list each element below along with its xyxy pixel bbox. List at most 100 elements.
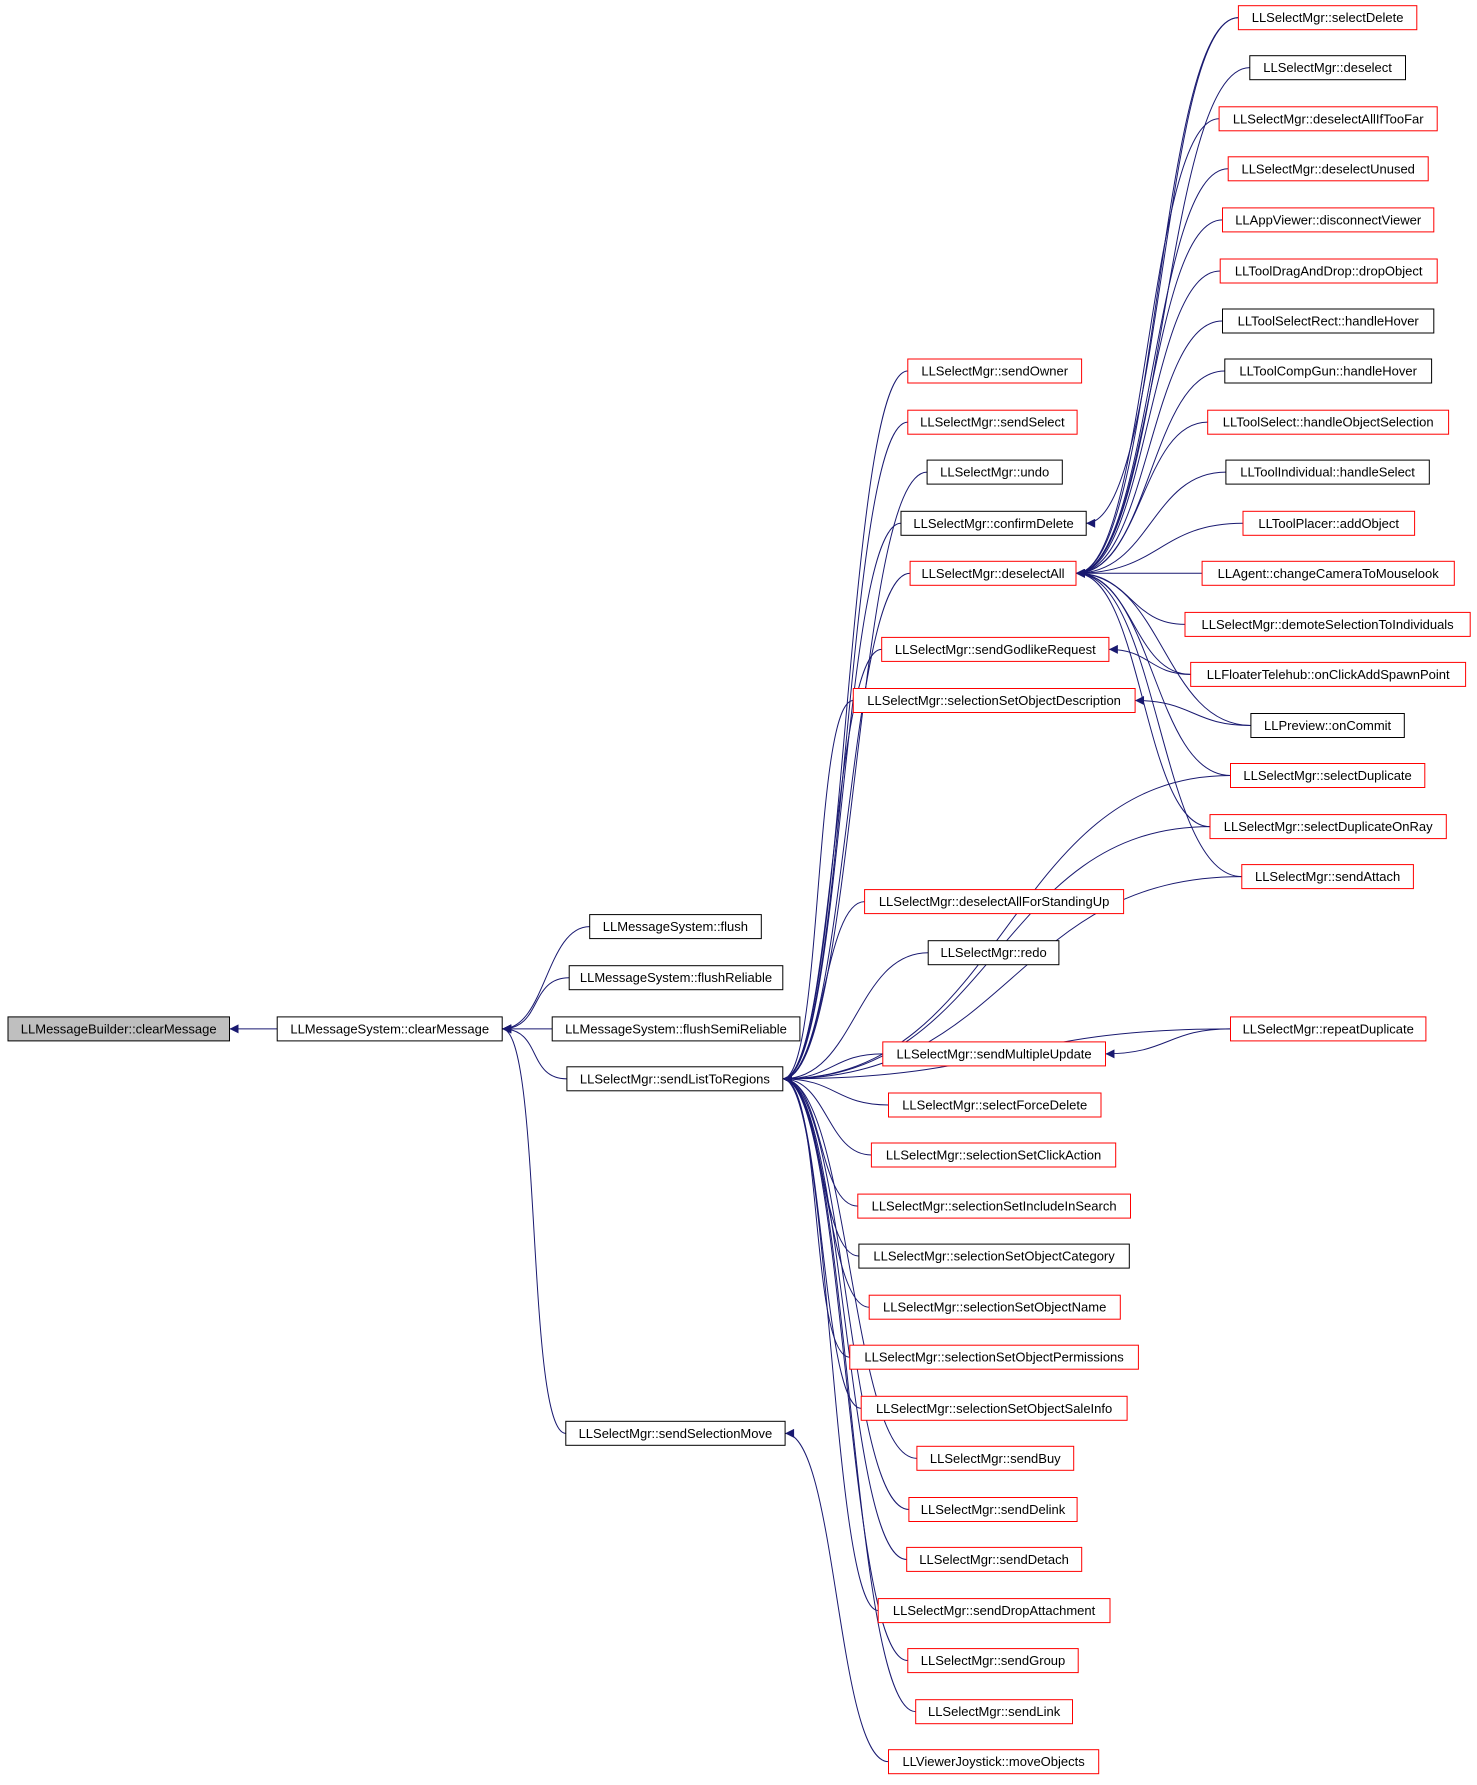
node-box xyxy=(1241,864,1414,890)
node-sel-set-include-in-search[interactable]: LLSelectMgr::selectionSetIncludeInSearch xyxy=(857,1193,1131,1219)
node-send-multiple-update[interactable]: LLSelectMgr::sendMultipleUpdate xyxy=(882,1041,1106,1067)
node-disconnect-viewer[interactable]: LLAppViewer::disconnectViewer xyxy=(1222,207,1435,233)
node-box xyxy=(1201,560,1455,586)
node-label: LLSelectMgr::sendSelectionMove xyxy=(579,1426,773,1441)
node-send-selection-move[interactable]: LLSelectMgr::sendSelectionMove xyxy=(565,1420,786,1446)
node-deselect-all[interactable]: LLSelectMgr::deselectAll xyxy=(909,560,1077,586)
node-box xyxy=(1230,763,1426,788)
node-send-select[interactable]: LLSelectMgr::sendSelect xyxy=(907,409,1078,435)
node-on-click-add-spawn-point[interactable]: LLFloaterTelehub::onClickAddSpawnPoint xyxy=(1190,661,1467,687)
node-box xyxy=(857,1193,1131,1219)
node-send-drop-attachment[interactable]: LLSelectMgr::sendDropAttachment xyxy=(877,1598,1111,1624)
node-send-group[interactable]: LLSelectMgr::sendGroup xyxy=(907,1648,1079,1674)
edge-select-force-delete-to-send-list-to-regions xyxy=(782,1074,889,1106)
node-label: LLAgent::changeCameraToMouselook xyxy=(1218,566,1440,581)
node-flush[interactable]: LLMessageSystem::flush xyxy=(589,914,762,940)
node-label: LLSelectMgr::sendOwner xyxy=(921,364,1068,379)
node-clear-message-system[interactable]: LLMessageSystem::clearMessage xyxy=(276,1016,503,1042)
node-rect-handle-hover[interactable]: LLToolSelectRect::handleHover xyxy=(1222,308,1435,334)
node-flush-semi-reliable[interactable]: LLMessageSystem::flushSemiReliable xyxy=(551,1016,801,1042)
edge-sel-set-include-in-search-to-send-list-to-regions xyxy=(782,1074,858,1207)
node-box xyxy=(907,1648,1079,1674)
node-sel-set-obj-name[interactable]: LLSelectMgr::selectionSetObjectName xyxy=(868,1294,1121,1320)
node-box xyxy=(858,1243,1130,1269)
node-sel-set-click-action[interactable]: LLSelectMgr::selectionSetClickAction xyxy=(870,1142,1117,1168)
node-deselect-unused[interactable]: LLSelectMgr::deselectUnused xyxy=(1227,156,1429,182)
node-label: LLSelectMgr::selectionSetIncludeInSearch xyxy=(872,1199,1117,1214)
node-send-detach[interactable]: LLSelectMgr::sendDetach xyxy=(906,1546,1083,1572)
node-sel-set-obj-category[interactable]: LLSelectMgr::selectionSetObjectCategory xyxy=(858,1243,1130,1269)
node-confirm-delete[interactable]: LLSelectMgr::confirmDelete xyxy=(900,510,1087,536)
node-box xyxy=(1222,308,1435,334)
edge-select-delete-to-confirm-delete xyxy=(1086,17,1239,528)
node-deselect[interactable]: LLSelectMgr::deselect xyxy=(1249,55,1407,81)
node-deselect-all-if-too-far[interactable]: LLSelectMgr::deselectAllIfTooFar xyxy=(1218,106,1438,132)
node-box xyxy=(926,459,1063,485)
edge-preview-on-commit-to-deselect-all xyxy=(1075,568,1251,727)
edge-deselect-unused-to-deselect-all xyxy=(1075,168,1229,578)
edge-send-detach-to-send-list-to-regions xyxy=(782,1074,907,1560)
node-label: LLSelectMgr::sendGroup xyxy=(921,1653,1066,1668)
node-send-attach[interactable]: LLSelectMgr::sendAttach xyxy=(1241,864,1414,890)
node-flush-reliable[interactable]: LLMessageSystem::flushReliable xyxy=(568,965,784,991)
node-label: LLSelectMgr::deselectAll xyxy=(921,566,1064,581)
edge-send-owner-to-send-list-to-regions xyxy=(782,370,908,1084)
node-label: LLSelectMgr::selectForceDelete xyxy=(902,1098,1087,1113)
node-box xyxy=(551,1016,801,1042)
node-send-delink[interactable]: LLSelectMgr::sendDelink xyxy=(908,1497,1078,1522)
node-label: LLSelectMgr::confirmDelete xyxy=(913,516,1073,531)
edge-select-delete-to-deselect-all xyxy=(1075,17,1239,578)
node-box xyxy=(1224,358,1433,384)
node-send-list-to-regions[interactable]: LLSelectMgr::sendListToRegions xyxy=(566,1066,784,1092)
edge-flush-to-clear-message-system xyxy=(502,926,590,1034)
node-box xyxy=(849,1344,1139,1370)
node-label: LLSelectMgr::deselectAllForStandingUp xyxy=(879,894,1110,909)
node-box xyxy=(1250,713,1405,738)
node-send-owner[interactable]: LLSelectMgr::sendOwner xyxy=(907,358,1083,384)
node-repeat-duplicate[interactable]: LLSelectMgr::repeatDuplicate xyxy=(1230,1016,1427,1042)
edge-redo-to-send-list-to-regions xyxy=(782,952,929,1084)
node-preview-on-commit[interactable]: LLPreview::onCommit xyxy=(1250,713,1405,738)
node-label: LLSelectMgr::deselect xyxy=(1263,60,1392,75)
edge-send-buy-to-send-list-to-regions xyxy=(782,1074,917,1459)
edge-send-delink-to-send-list-to-regions xyxy=(782,1074,909,1510)
edge-repeat-duplicate-to-send-multiple-update xyxy=(1105,1028,1231,1059)
node-redo[interactable]: LLSelectMgr::redo xyxy=(927,940,1060,966)
node-box xyxy=(1219,258,1438,284)
node-send-godlike-request[interactable]: LLSelectMgr::sendGodlikeRequest xyxy=(881,636,1110,662)
node-label: LLToolCompGun::handleHover xyxy=(1239,364,1417,379)
edge-sel-set-obj-description-to-send-list-to-regions xyxy=(782,700,854,1084)
node-label: LLSelectMgr::selectDelete xyxy=(1252,10,1404,25)
node-sel-set-obj-permissions[interactable]: LLSelectMgr::selectionSetObjectPermissio… xyxy=(849,1344,1139,1370)
edge-disconnect-viewer-to-deselect-all xyxy=(1075,219,1223,578)
node-sel-set-obj-sale-info[interactable]: LLSelectMgr::selectionSetObjectSaleInfo xyxy=(860,1395,1128,1421)
node-select-delete[interactable]: LLSelectMgr::selectDelete xyxy=(1237,5,1418,31)
node-send-buy[interactable]: LLSelectMgr::sendBuy xyxy=(916,1445,1075,1471)
node-drop-object[interactable]: LLToolDragAndDrop::dropObject xyxy=(1219,258,1438,284)
node-box xyxy=(1249,55,1407,81)
node-comp-gun-handle-hover[interactable]: LLToolCompGun::handleHover xyxy=(1224,358,1433,384)
node-box xyxy=(1222,207,1435,233)
node-box xyxy=(566,1066,784,1092)
node-undo[interactable]: LLSelectMgr::undo xyxy=(926,459,1063,485)
node-clear-message-builder[interactable]: LLMessageBuilder::clearMessage xyxy=(7,1016,230,1042)
node-select-duplicate-on-ray[interactable]: LLSelectMgr::selectDuplicateOnRay xyxy=(1209,814,1447,840)
node-add-object[interactable]: LLToolPlacer::addObject xyxy=(1242,510,1416,536)
node-change-camera-to-mouselook[interactable]: LLAgent::changeCameraToMouselook xyxy=(1201,560,1455,586)
node-send-link[interactable]: LLSelectMgr::sendLink xyxy=(915,1699,1074,1725)
edge-send-select-to-send-list-to-regions xyxy=(782,421,908,1084)
node-box xyxy=(1225,459,1430,485)
node-label: LLViewerJoystick::moveObjects xyxy=(902,1754,1085,1769)
node-sel-set-obj-description[interactable]: LLSelectMgr::selectionSetObjectDescripti… xyxy=(852,688,1136,713)
edge-send-attach-to-deselect-all xyxy=(1075,568,1242,878)
node-handle-object-selection[interactable]: LLToolSelect::handleObjectSelection xyxy=(1207,409,1450,435)
node-select-force-delete[interactable]: LLSelectMgr::selectForceDelete xyxy=(888,1092,1102,1118)
node-box xyxy=(7,1016,230,1042)
node-label: LLSelectMgr::sendAttach xyxy=(1255,869,1400,884)
node-deselect-all-for-standing-up[interactable]: LLSelectMgr::deselectAllForStandingUp xyxy=(864,889,1125,915)
node-label: LLToolIndividual::handleSelect xyxy=(1240,465,1415,480)
node-move-objects[interactable]: LLViewerJoystick::moveObjects xyxy=(888,1749,1100,1775)
node-select-duplicate[interactable]: LLSelectMgr::selectDuplicate xyxy=(1230,763,1426,788)
node-individual-handle-select[interactable]: LLToolIndividual::handleSelect xyxy=(1225,459,1430,485)
node-demote-selection-to-individuals[interactable]: LLSelectMgr::demoteSelectionToIndividual… xyxy=(1184,611,1471,637)
